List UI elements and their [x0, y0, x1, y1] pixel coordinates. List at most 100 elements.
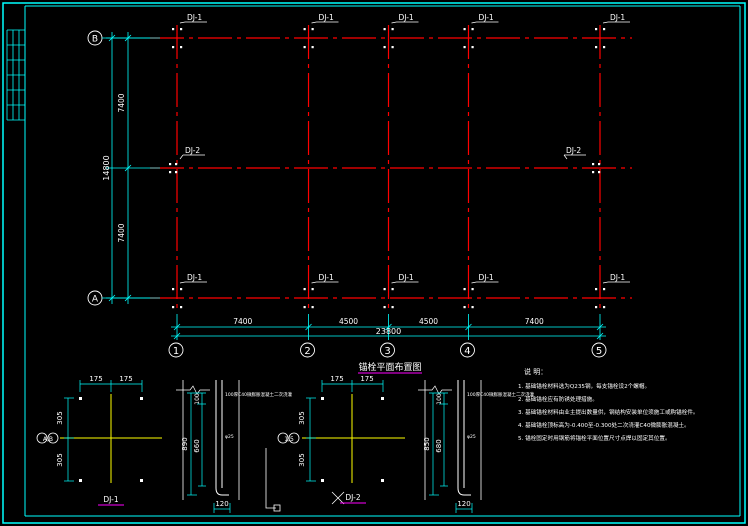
dim-tick — [173, 332, 181, 340]
detail-dj2-label: DJ-2 — [345, 493, 360, 502]
section-dj2-break — [418, 385, 452, 395]
dim-tick — [173, 323, 181, 331]
anchor-bolt — [175, 171, 178, 174]
anchor-bolt — [603, 288, 606, 291]
anchor-bolt — [383, 306, 386, 309]
detail-dj2-cross — [331, 491, 345, 505]
anchor-bolt — [471, 46, 474, 49]
detail-dj1-width-dim: 175 — [119, 375, 132, 383]
column-axis-label: 3 — [384, 346, 390, 357]
dim-value: 7400 — [117, 223, 126, 242]
column-axis-bubble — [591, 342, 607, 358]
tag-leader — [179, 154, 184, 160]
detail-dj1-height-dim: 305 — [56, 453, 64, 466]
dim-tick — [596, 332, 604, 340]
anchor-bolt — [383, 28, 386, 31]
anchor-bolt — [79, 479, 82, 482]
note-item: 1. 基础锚栓材料选为Q235钢，每支锚栓设2个螺帽。 — [518, 382, 650, 390]
notes-block: 说 明： 1. 基础锚栓材料选为Q235钢，每支锚栓设2个螺帽。 2. 基础锚栓… — [518, 367, 699, 442]
anchor-bolt — [180, 46, 183, 49]
anchor-bolt — [595, 46, 598, 49]
anchor-bolt — [463, 306, 466, 309]
anchor-bolt — [595, 288, 598, 291]
anchor-bolt — [169, 163, 172, 166]
tag-leader — [311, 21, 317, 24]
detail-dj2-height-dim: 305 — [298, 411, 306, 424]
section-dj2-note: 100厚C40微膨胀混凝土二次浇灌 — [467, 391, 534, 398]
detail-dj2: 175 175 305 305 1,5 DJ-2 — [265, 375, 405, 512]
anchor-bolt — [303, 306, 306, 309]
detail-dj1-dims — [64, 380, 143, 482]
anchor-bolt — [595, 28, 598, 31]
plan-title: 锚栓平面布置图 — [358, 361, 421, 373]
notes-heading: 说 明： — [524, 367, 547, 376]
anchor-bolt — [172, 46, 175, 49]
section-dj1-mid-note: φ25 — [225, 434, 234, 440]
anchor-bolt — [175, 163, 178, 166]
anchor-bolt — [311, 28, 314, 31]
anchor-bolt — [180, 306, 183, 309]
anchor-bolt — [592, 163, 595, 166]
section-dj1-bottom-dim: 120 — [215, 500, 228, 508]
detail-dj1: 175 175 305 305 A,B DJ-1 — [36, 375, 162, 506]
section-dj2-embed-dim: 680 — [435, 439, 443, 452]
detail-dj2-height-dim: 305 — [298, 453, 306, 466]
foundation-tag: DJ-2 — [566, 146, 581, 155]
anchor-bolt — [471, 306, 474, 309]
anchor-bolt — [603, 28, 606, 31]
anchor-bolt — [383, 288, 386, 291]
note-item: 5. 锚栓固定时用钢筋将锚栓平面位置尺寸点焊以固定其位置。 — [518, 434, 671, 442]
anchor-bolt — [471, 288, 474, 291]
foundation-tag: DJ-1 — [187, 13, 202, 22]
anchor-bolt — [303, 46, 306, 49]
section-dj1: 100 890 660 100厚C40微膨胀混凝土二次浇灌 φ25 120 — [176, 380, 292, 513]
anchor-bolt — [463, 46, 466, 49]
section-dj1-foundation — [182, 380, 240, 500]
dim-tick — [465, 323, 472, 331]
anchor-bolt — [463, 28, 466, 31]
grid-lines — [150, 25, 632, 310]
anchor-bolt — [391, 288, 394, 291]
section-dj1-embed-dim: 660 — [193, 439, 201, 452]
dim-value: 4500 — [339, 317, 358, 326]
foundation-tag: DJ-1 — [319, 273, 334, 282]
anchor-bolt — [303, 288, 306, 291]
section-dj2-bottom-dim: 120 — [457, 500, 470, 508]
anchor-bolt — [383, 46, 386, 49]
anchor-bolt — [381, 479, 384, 482]
anchor-bolt — [172, 28, 175, 31]
dim-total: 14800 — [102, 155, 111, 180]
anchor-bolt — [595, 306, 598, 309]
note-item: 2. 基础锚栓应有防锈处理措施。 — [518, 395, 598, 403]
anchor-bolt — [303, 28, 306, 31]
tag-leader — [391, 281, 397, 284]
note-item: 3. 基础锚栓材料由业主提出数量供，钢结构安装单位须施工或购锚栓件。 — [518, 408, 699, 416]
section-dj1-break — [176, 385, 210, 395]
column-axis-bubble — [460, 342, 475, 358]
anchor-bolt — [391, 46, 394, 49]
tag-leader — [563, 154, 568, 160]
tag-leader — [311, 281, 317, 284]
detail-dj2-axis-bubble — [288, 432, 300, 444]
foundation-tag: DJ-1 — [478, 13, 493, 22]
foundation-tag-layer: DJ-1DJ-1DJ-1DJ-1DJ-1DJ-1DJ-1DJ-1DJ-1DJ-1… — [179, 13, 630, 284]
anchor-bolt — [391, 28, 394, 31]
row-axis-label: B — [92, 35, 98, 45]
column-axis-label: 1 — [173, 346, 179, 357]
anchor-bolt — [311, 46, 314, 49]
detail-dj1-axis-bubble — [36, 432, 48, 444]
section-dj2-dims — [429, 392, 473, 513]
detail-dj1-width-dim: 175 — [89, 375, 102, 383]
binding-strip — [6, 29, 25, 121]
dim-tick — [385, 323, 392, 331]
column-axis-label: 5 — [596, 346, 602, 357]
anchor-bolt — [172, 288, 175, 291]
detail-dj2-axis-tag: 1,5 — [284, 436, 294, 443]
column-axis-bubble — [168, 342, 184, 358]
section-dj2-foundation — [424, 380, 482, 500]
dim-value: 7400 — [233, 317, 252, 326]
detail-dj2-axis-bubble — [277, 432, 289, 444]
column-axis-bubble — [380, 342, 395, 358]
anchor-bolt — [463, 288, 466, 291]
tag-leader — [602, 21, 609, 24]
